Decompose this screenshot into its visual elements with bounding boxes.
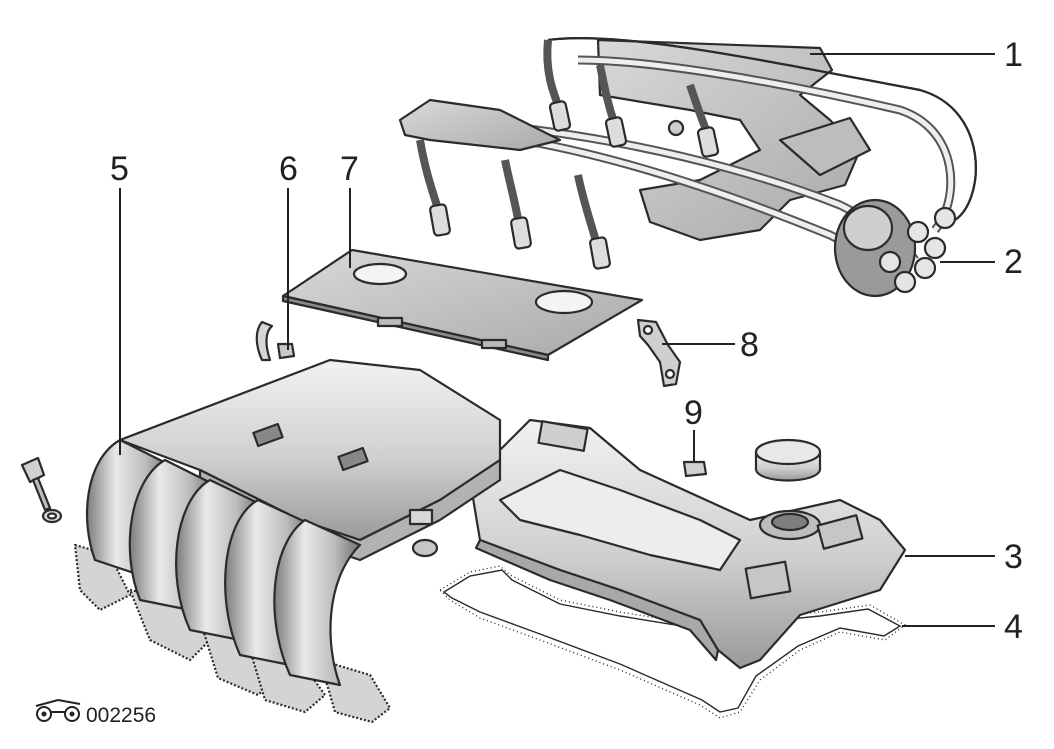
washer xyxy=(41,508,63,524)
manifold-gaskets xyxy=(73,543,392,724)
leader-lines xyxy=(119,53,995,627)
clip xyxy=(255,320,296,362)
callout-9: 9 xyxy=(684,394,703,432)
callout-8: 8 xyxy=(740,326,759,364)
nut xyxy=(682,460,708,478)
callout-labels: 1 2 3 4 5 6 7 8 9 xyxy=(110,36,1023,646)
callout-2: 2 xyxy=(1004,243,1023,281)
valve-cover-gasket xyxy=(438,565,907,719)
oil-filler-cap xyxy=(754,438,822,482)
callout-7: 7 xyxy=(340,150,359,188)
valve-cover xyxy=(468,418,907,670)
callout-5: 5 xyxy=(110,150,129,188)
figure-code-text: 002256 xyxy=(86,704,156,727)
ignition-coil-connector xyxy=(833,198,957,298)
publisher-logo xyxy=(35,698,81,722)
callout-3: 3 xyxy=(1004,538,1023,576)
callout-6: 6 xyxy=(279,150,298,188)
intake-manifold xyxy=(73,358,502,724)
callout-1: 1 xyxy=(1004,36,1023,74)
spark-plug-caps xyxy=(429,100,720,270)
manifold-runners xyxy=(85,438,362,687)
bolt xyxy=(20,456,52,512)
cover-plate xyxy=(281,248,644,362)
bracket xyxy=(636,318,682,388)
figure-code: 002256 xyxy=(35,698,156,727)
callout-4: 4 xyxy=(1004,608,1023,646)
